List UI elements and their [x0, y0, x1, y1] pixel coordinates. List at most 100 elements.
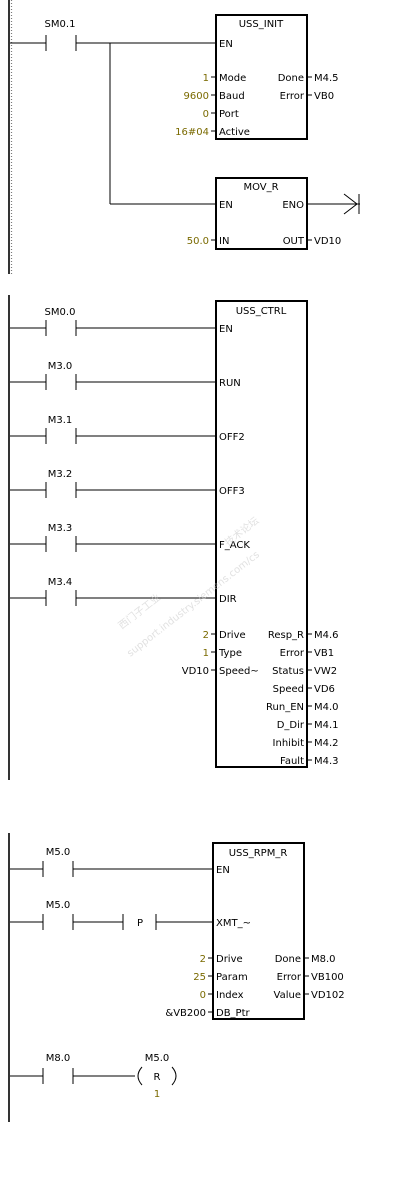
contact-m3-0[interactable]: M3.0 — [10, 361, 215, 390]
pin-off2: OFF2 — [219, 432, 245, 443]
output-value-value: VD102 — [311, 990, 345, 1001]
pin-en: EN — [216, 865, 230, 876]
pin-en: EN — [219, 324, 233, 335]
contact-label: M3.1 — [48, 415, 73, 426]
output-done-value: M4.5 — [314, 73, 339, 84]
param-index-value: 0 — [200, 990, 206, 1001]
contact-m5-0-en[interactable]: M5.0 — [10, 847, 212, 877]
contact-label: M8.0 — [46, 1053, 71, 1064]
contact-label: SM0.0 — [45, 307, 76, 318]
output-error-value: VB100 — [311, 972, 344, 983]
pin-done: Done — [275, 954, 301, 965]
pin-resp-r: Resp_R — [268, 630, 304, 641]
reset-coil[interactable]: M5.0 R 1 — [137, 1053, 177, 1100]
box-title: USS_CTRL — [236, 306, 287, 317]
pin-run-en: Run_EN — [266, 702, 304, 713]
pin-param: Param — [216, 972, 248, 983]
pin-status: Status — [272, 666, 304, 677]
function-box-uss-rpm-r[interactable]: USS_RPM_R EN XMT_~ Drive 2 Param 25 Inde… — [165, 842, 345, 1020]
pin-type: Type — [218, 648, 242, 659]
coil-address: M5.0 — [145, 1053, 170, 1064]
param-drive-value: 2 — [203, 630, 209, 641]
pin-speed-out: Speed — [273, 684, 304, 695]
contact-m3-4[interactable]: M3.4 — [10, 577, 215, 606]
function-box-mov-r[interactable]: MOV_R EN ENO IN 50.0 OUT VD10 — [187, 177, 342, 250]
contact-m5-0-xmt[interactable]: M5.0 — [10, 900, 123, 930]
contact-label: M3.2 — [48, 469, 73, 480]
contact-label: M3.3 — [48, 523, 73, 534]
pin-fault: Fault — [280, 756, 304, 767]
pin-off3: OFF3 — [219, 486, 245, 497]
function-box-uss-ctrl[interactable]: USS_CTRL EN RUN OFF2 OFF3 F_ACK DIR Driv… — [182, 300, 339, 768]
pin-xmt-req: XMT_~ — [216, 918, 251, 929]
output-error-value: VB1 — [314, 648, 334, 659]
pin-en: EN — [219, 39, 233, 50]
param-type-value: 1 — [203, 648, 209, 659]
pin-en: EN — [219, 200, 233, 211]
pin-run: RUN — [219, 378, 241, 389]
contact-m3-2[interactable]: M3.2 — [10, 469, 215, 498]
contact-label: M3.0 — [48, 361, 73, 372]
pin-value: Value — [274, 990, 301, 1001]
eno-arrow-icon — [307, 193, 360, 215]
param-active-value: 16#04 — [175, 127, 209, 138]
pin-port: Port — [219, 109, 239, 120]
param-speed-value: VD10 — [182, 666, 209, 677]
pin-in: IN — [219, 236, 229, 247]
contact-label: M5.0 — [46, 847, 71, 858]
output-run-en-value: M4.0 — [314, 702, 339, 713]
output-inhibit-value: M4.2 — [314, 738, 339, 749]
p-edge-label: P — [137, 918, 143, 929]
output-d-dir-value: M4.1 — [314, 720, 339, 731]
contact-label: M3.4 — [48, 577, 73, 588]
contact-label: SM0.1 — [45, 19, 76, 30]
param-drive-value: 2 — [200, 954, 206, 965]
output-speed-value: VD6 — [314, 684, 335, 695]
network-3: M5.0 M5.0 P USS_RPM_R EN XMT_~ Drive — [8, 833, 345, 1122]
coil-count: 1 — [154, 1089, 160, 1100]
pin-error: Error — [277, 972, 302, 983]
contact-label: M5.0 — [46, 900, 71, 911]
param-port-value: 0 — [203, 109, 209, 120]
network-1: SM0.1 USS_INIT EN Mode 1 Baud 9600 Port … — [8, 0, 360, 274]
pin-mode: Mode — [219, 73, 246, 84]
pin-dir: DIR — [219, 594, 237, 605]
pin-speed-in: Speed~ — [219, 666, 259, 677]
param-mode-value: 1 — [203, 73, 209, 84]
pin-error: Error — [280, 91, 305, 102]
output-status-value: VW2 — [314, 666, 337, 677]
output-out-value: VD10 — [314, 236, 341, 247]
box-title: USS_INIT — [239, 19, 284, 30]
network-2: SM0.0 M3.0 M3.1 M3.2 M3. — [8, 295, 339, 780]
contact-sm0-0[interactable]: SM0.0 — [10, 307, 215, 336]
contact-m3-3[interactable]: M3.3 — [10, 523, 215, 552]
output-done-value: M8.0 — [311, 954, 336, 965]
pin-eno: ENO — [282, 200, 304, 211]
pin-drive: Drive — [216, 954, 243, 965]
box-title: USS_RPM_R — [229, 848, 288, 859]
param-param-value: 25 — [193, 972, 206, 983]
positive-edge-contact[interactable]: P — [122, 914, 212, 930]
output-fault-value: M4.3 — [314, 756, 339, 767]
pin-error: Error — [280, 648, 305, 659]
contact-m3-1[interactable]: M3.1 — [10, 415, 215, 444]
output-resp-r-value: M4.6 — [314, 630, 339, 641]
pin-d-dir: D_Dir — [277, 720, 305, 731]
coil-type: R — [154, 1072, 161, 1083]
param-db-ptr-value: &VB200 — [165, 1008, 206, 1019]
pin-done: Done — [278, 73, 304, 84]
output-error-value: VB0 — [314, 91, 334, 102]
pin-inhibit: Inhibit — [273, 738, 305, 749]
pin-db-ptr: DB_Ptr — [216, 1008, 251, 1019]
pin-index: Index — [216, 990, 244, 1001]
pin-active: Active — [219, 127, 250, 138]
pin-out: OUT — [283, 236, 305, 247]
box-title: MOV_R — [243, 182, 278, 193]
param-baud-value: 9600 — [184, 91, 209, 102]
contact-m8-0[interactable]: M8.0 — [10, 1053, 135, 1084]
pin-baud: Baud — [219, 91, 245, 102]
contact-sm0-1[interactable]: SM0.1 — [10, 19, 215, 51]
pin-f-ack: F_ACK — [219, 540, 250, 551]
function-box-uss-init[interactable]: USS_INIT EN Mode 1 Baud 9600 Port 0 Acti… — [175, 14, 339, 140]
